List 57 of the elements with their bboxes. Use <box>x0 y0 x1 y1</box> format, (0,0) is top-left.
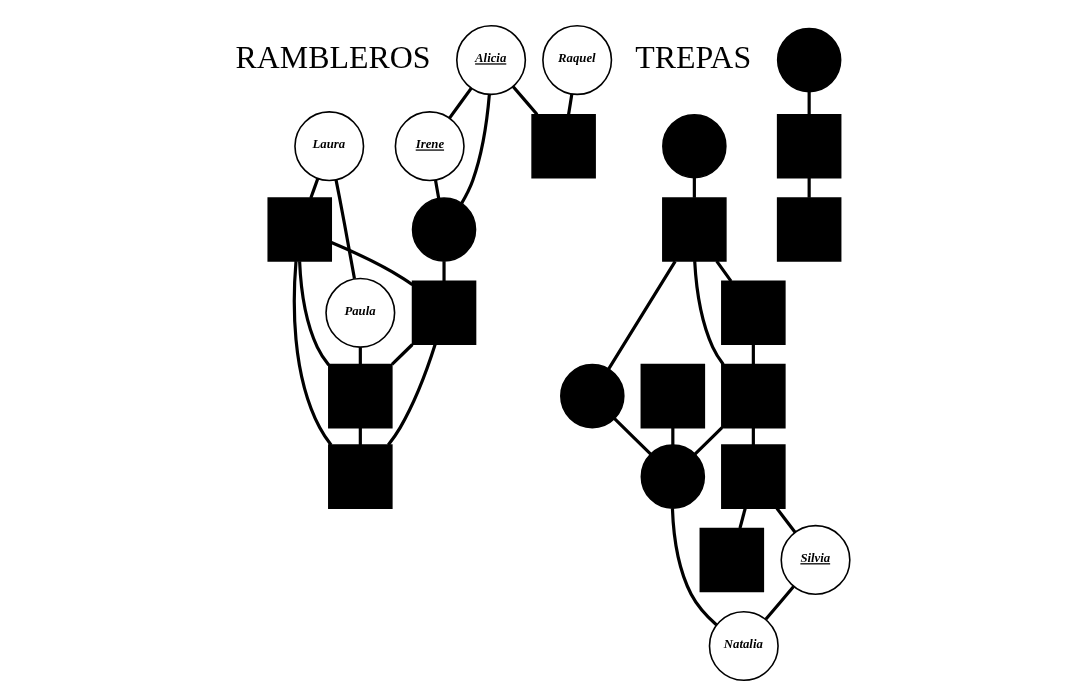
connector <box>607 260 677 370</box>
node-box <box>721 363 786 429</box>
node-box <box>531 113 596 179</box>
connector <box>693 261 725 366</box>
node-box <box>640 363 706 429</box>
connector <box>738 507 747 529</box>
connector <box>775 507 797 534</box>
node-circle <box>560 363 625 429</box>
node-circle: Silvia <box>780 524 851 595</box>
connector <box>448 87 473 120</box>
node-box <box>267 197 333 262</box>
connector <box>309 178 320 199</box>
node-box <box>328 444 393 509</box>
label: RAMBLEROS <box>235 40 431 76</box>
connector <box>460 94 491 205</box>
connector <box>613 417 652 456</box>
connector <box>511 85 539 116</box>
node-circle: Alicia <box>456 25 527 96</box>
connector <box>715 260 733 282</box>
node-circle <box>662 113 727 179</box>
node-circle <box>411 197 477 262</box>
connector <box>292 260 333 447</box>
connector <box>334 179 357 280</box>
node-circle: Irene <box>394 111 465 182</box>
connector <box>764 585 795 621</box>
node-box <box>411 280 477 346</box>
connector <box>390 343 414 366</box>
node-circle: Laura <box>294 111 365 182</box>
node-box <box>776 113 842 179</box>
node-box <box>662 197 727 262</box>
node-box <box>699 527 765 593</box>
node-circle <box>776 27 842 93</box>
label: TREPAS <box>635 40 752 76</box>
node-box <box>721 444 786 509</box>
node-circle: Raquel <box>542 25 613 96</box>
connector <box>358 347 362 365</box>
connector <box>671 427 675 446</box>
connector <box>358 427 362 446</box>
connector <box>807 91 811 115</box>
connector <box>387 343 437 446</box>
connector <box>751 344 755 365</box>
node-circle <box>640 444 706 509</box>
connector <box>670 508 718 627</box>
connector <box>693 426 724 456</box>
connector <box>692 177 696 198</box>
node-box <box>328 363 393 429</box>
connector <box>567 93 574 115</box>
node-box <box>776 197 842 262</box>
connector <box>298 261 330 367</box>
connector <box>807 177 811 198</box>
connector <box>433 179 441 199</box>
node-circle: Paula <box>325 277 396 348</box>
connector <box>330 241 414 286</box>
connector <box>442 261 446 282</box>
node-circle: Natalia <box>708 610 779 682</box>
node-box <box>721 280 786 346</box>
connector <box>751 427 755 446</box>
